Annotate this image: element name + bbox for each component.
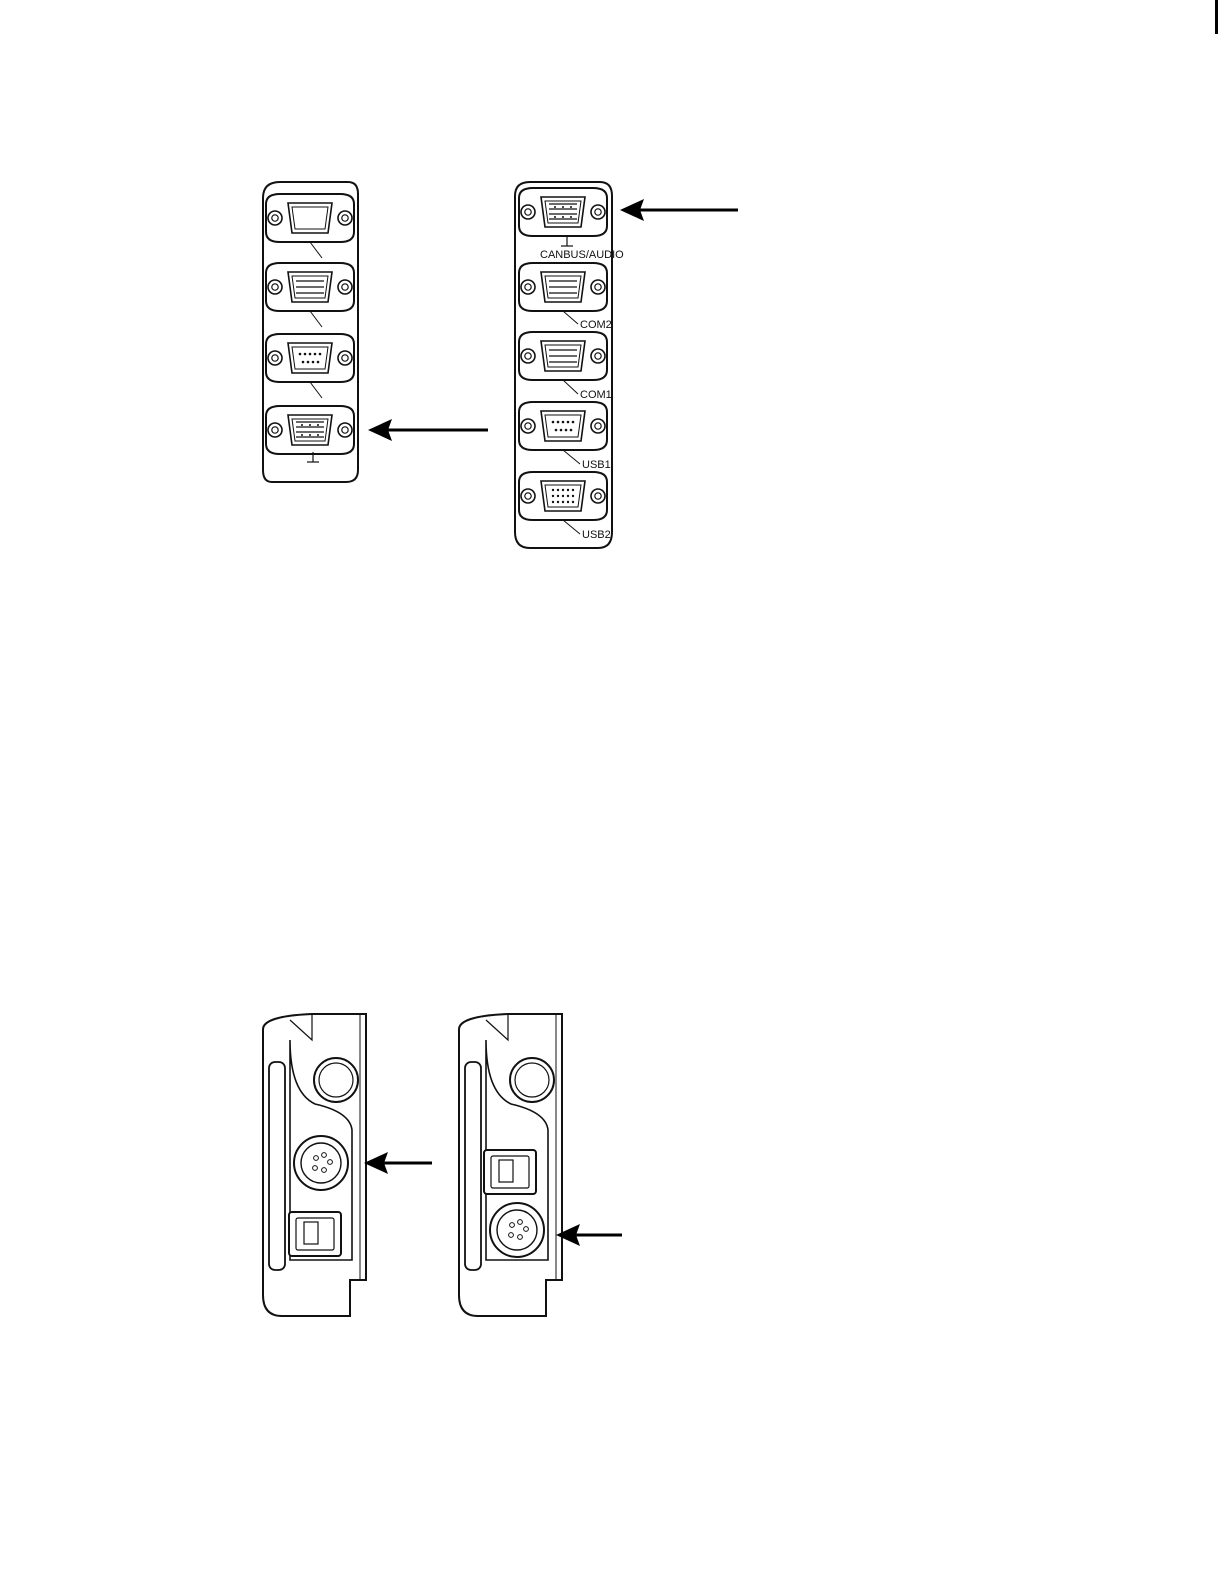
- com2-connector: [519, 263, 607, 311]
- label-com2: COM2: [580, 319, 612, 331]
- canbus-audio-connector: [519, 188, 607, 236]
- label-canbus-audio: CANBUS/AUDIO: [540, 249, 624, 261]
- top-right-connector-panel: CANBUS/AUDIO COM2 COM1 USB1 USB2: [515, 182, 624, 548]
- usb1-connector: [519, 402, 607, 450]
- connector-1: [266, 194, 354, 242]
- bottom-left-device-side: [263, 1014, 366, 1316]
- round-port-top: [314, 1058, 358, 1102]
- arrow-bottom-left: [364, 1152, 432, 1174]
- arrow-right-panel: [620, 199, 738, 221]
- connector-4: [266, 406, 354, 454]
- connector-2: [266, 263, 354, 311]
- label-usb1: USB1: [582, 459, 611, 471]
- arrow-bottom-right: [556, 1224, 622, 1246]
- arrow-left-panel: [368, 419, 488, 441]
- round-pin-connector: [294, 1136, 348, 1190]
- usb-port-2: [484, 1150, 536, 1194]
- connector-3: [266, 334, 354, 382]
- round-pin-connector-2: [490, 1203, 544, 1257]
- label-usb2: USB2: [582, 529, 611, 541]
- bottom-right-device-side: [459, 1014, 562, 1316]
- usb-port: [289, 1212, 341, 1256]
- usb2-connector: [519, 472, 607, 520]
- round-port-top-2: [510, 1058, 554, 1102]
- com1-connector: [519, 332, 607, 380]
- label-com1: COM1: [580, 389, 612, 401]
- top-left-connector-panel: [263, 182, 358, 482]
